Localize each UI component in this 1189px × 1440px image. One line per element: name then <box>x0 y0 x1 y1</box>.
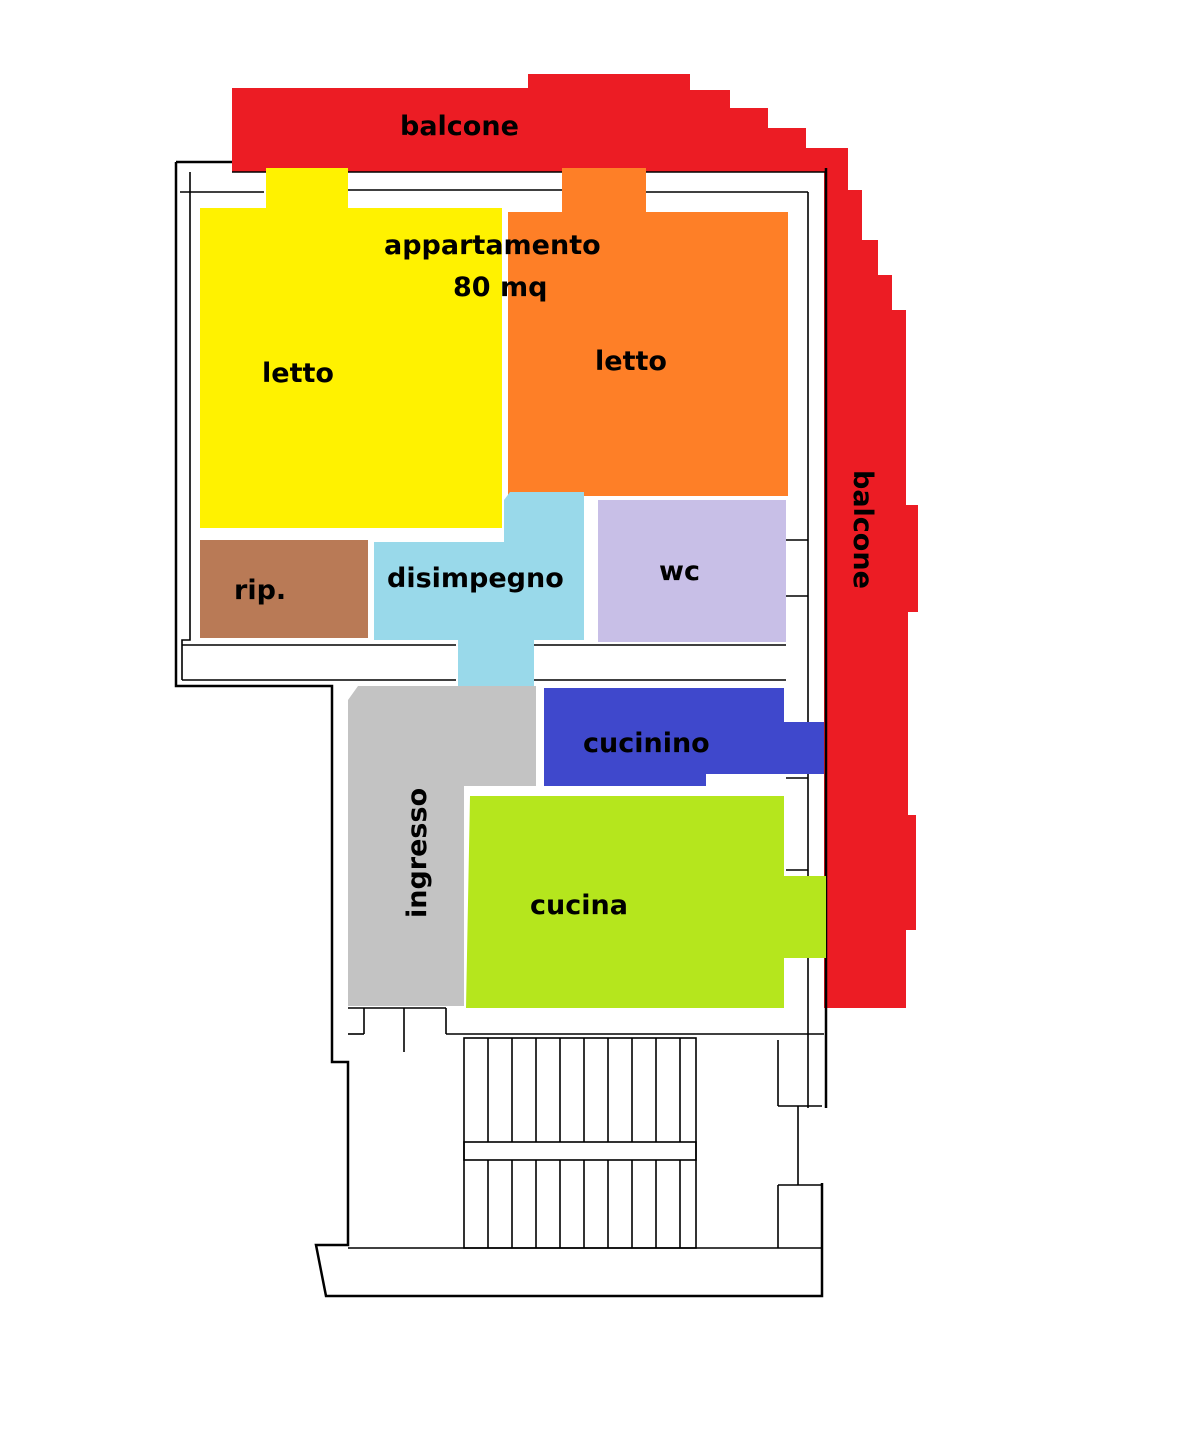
plan-area: 80 mq <box>453 272 547 303</box>
room-rip <box>200 540 368 638</box>
balcone-top-label: balcone <box>400 111 519 142</box>
letto-left-label: letto <box>262 358 334 389</box>
balcone-right-label: balcone <box>847 470 878 589</box>
cucina-label: cucina <box>530 890 628 921</box>
letto-right-label: letto <box>595 346 667 377</box>
room-ingresso <box>348 686 536 1006</box>
room-cucinino <box>544 688 824 786</box>
room-cucina <box>466 796 826 1008</box>
disimpegno-label: disimpegno <box>387 563 564 594</box>
room-disimpegno <box>374 492 584 690</box>
outer-wall <box>174 162 824 1298</box>
staircase <box>463 1037 697 1249</box>
rip-label: rip. <box>234 575 286 606</box>
wc-label: wc <box>659 556 700 587</box>
room-wc <box>598 500 786 642</box>
ingresso-label: ingresso <box>402 788 433 918</box>
room-letto-right <box>508 168 788 496</box>
room-letto-left <box>200 168 502 528</box>
outer-wall-inner <box>181 172 191 680</box>
balcone-area <box>232 74 918 1008</box>
cucinino-label: cucinino <box>583 728 710 759</box>
plan-title: appartamento <box>384 230 601 261</box>
